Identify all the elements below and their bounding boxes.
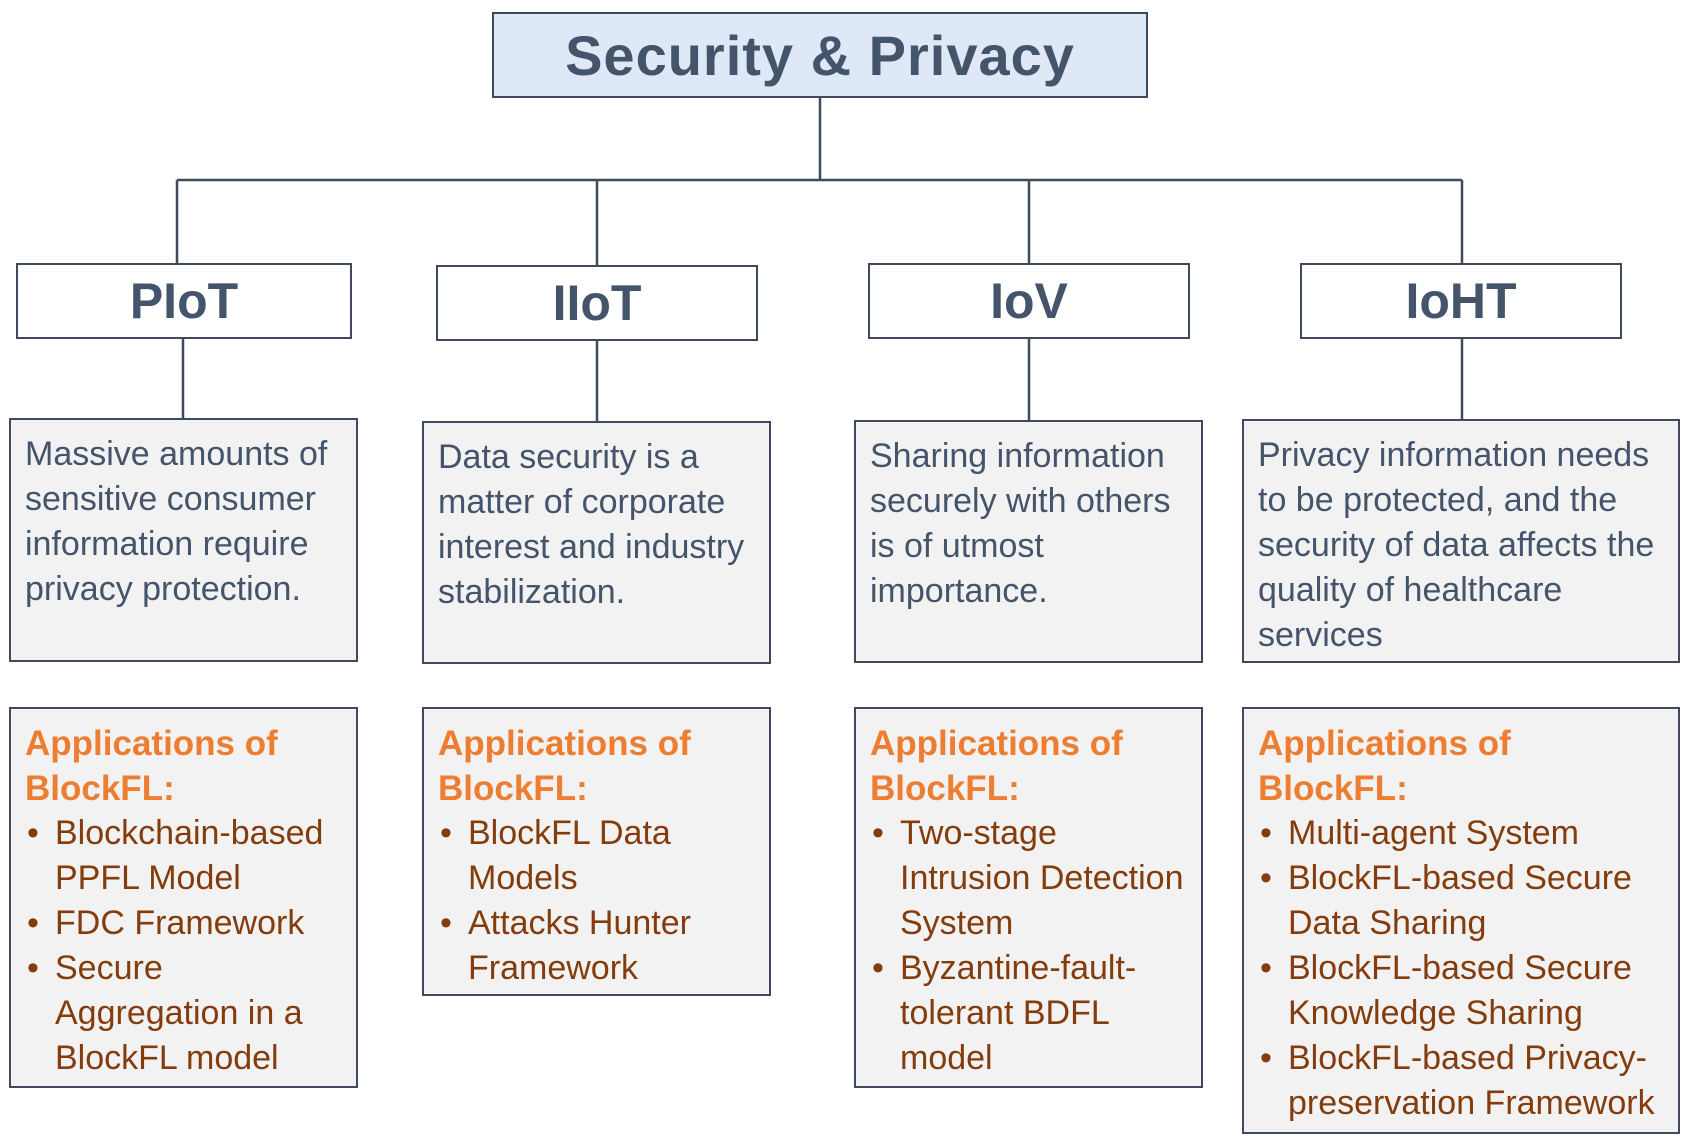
list-item-label: Blockchain-based PPFL Model [55,814,324,897]
bullet-icon: • [1260,859,1272,897]
list-item: • Attacks Hunter Framework [438,901,755,991]
bullet-icon: • [27,949,39,987]
bullet-icon: • [440,814,452,852]
bullet-icon: • [1260,949,1272,987]
description-box-iiot: Data security is a matter of corporate i… [422,421,771,664]
list-item-label: Two-stage Intrusion Detection System [900,814,1184,942]
applications-list: • Blockchain-based PPFL Model • FDC Framew… [25,811,342,1081]
category-title: IIoT [552,275,642,331]
list-item-label: Secure Aggregation in a BlockFL model [55,949,303,1077]
list-item: • Secure Aggregation in a BlockFL model [25,946,342,1081]
description-box-ioht: Privacy information needs to be protecte… [1242,419,1680,663]
list-item-label: FDC Framework [55,904,305,942]
category-title: PIoT [129,273,239,329]
description-box-iov: Sharing information securely with others… [854,420,1203,663]
bullet-icon: • [872,814,884,852]
applications-box-ioht: Applications of BlockFL: • Multi-agent Sy… [1242,707,1680,1134]
list-item: • BlockFL Data Models [438,811,755,901]
bullet-icon: • [872,949,884,987]
bullet-icon: • [440,904,452,942]
category-node-iov: IoV [868,263,1190,339]
category-node-piot: PIoT [16,263,352,339]
list-item: • BlockFL-based Privacy-preservation Fram… [1258,1036,1664,1126]
list-item: • FDC Framework [25,901,342,946]
bullet-icon: • [1260,814,1272,852]
list-item: • Byzantine-fault-tolerant BDFL model [870,946,1187,1081]
description-text: Privacy information needs to be protecte… [1258,436,1655,654]
description-text: Data security is a matter of corporate i… [438,438,745,611]
applications-heading: Applications of BlockFL: [870,724,1123,808]
applications-heading: Applications of BlockFL: [438,724,691,808]
description-text: Sharing information securely with others… [870,437,1171,610]
category-node-ioht: IoHT [1300,263,1622,339]
applications-heading: Applications of BlockFL: [25,724,278,808]
list-item-label: BlockFL-based Privacy-preservation Frame… [1288,1039,1655,1122]
description-text: Massive amounts of sensitive consumer in… [25,435,328,608]
bullet-icon: • [27,904,39,942]
list-item-label: Multi-agent System [1288,814,1579,852]
category-node-iiot: IIoT [436,265,758,341]
root-title: Security & Privacy [565,23,1075,87]
list-item-label: Attacks Hunter Framework [468,904,691,987]
list-item-label: BlockFL-based Secure Knowledge Sharing [1288,949,1632,1032]
bullet-icon: • [27,814,39,852]
root-node: Security & Privacy [492,12,1148,98]
category-title: IoHT [1405,273,1517,329]
list-item-label: BlockFL Data Models [468,814,671,897]
applications-box-iiot: Applications of BlockFL: • BlockFL Data M… [422,707,771,996]
applications-box-iov: Applications of BlockFL: • Two-stage Intr… [854,707,1203,1088]
list-item: • BlockFL-based Secure Data Sharing [1258,856,1664,946]
applications-list: • BlockFL Data Models • Attacks Hunter Fra… [438,811,755,991]
applications-list: • Two-stage Intrusion Detection System • B… [870,811,1187,1081]
list-item-label: BlockFL-based Secure Data Sharing [1288,859,1632,942]
bullet-icon: • [1260,1039,1272,1077]
applications-heading: Applications of BlockFL: [1258,724,1511,808]
list-item: • Multi-agent System [1258,811,1664,856]
list-item-label: Byzantine-fault-tolerant BDFL model [900,949,1137,1077]
list-item: • BlockFL-based Secure Knowledge Sharing [1258,946,1664,1036]
description-box-piot: Massive amounts of sensitive consumer in… [9,418,358,662]
list-item: • Blockchain-based PPFL Model [25,811,342,901]
list-item: • Two-stage Intrusion Detection System [870,811,1187,946]
category-title: IoV [990,273,1068,329]
applications-list: • Multi-agent System • BlockFL-based Secur… [1258,811,1664,1126]
applications-box-piot: Applications of BlockFL: • Blockchain-bas… [9,707,358,1088]
